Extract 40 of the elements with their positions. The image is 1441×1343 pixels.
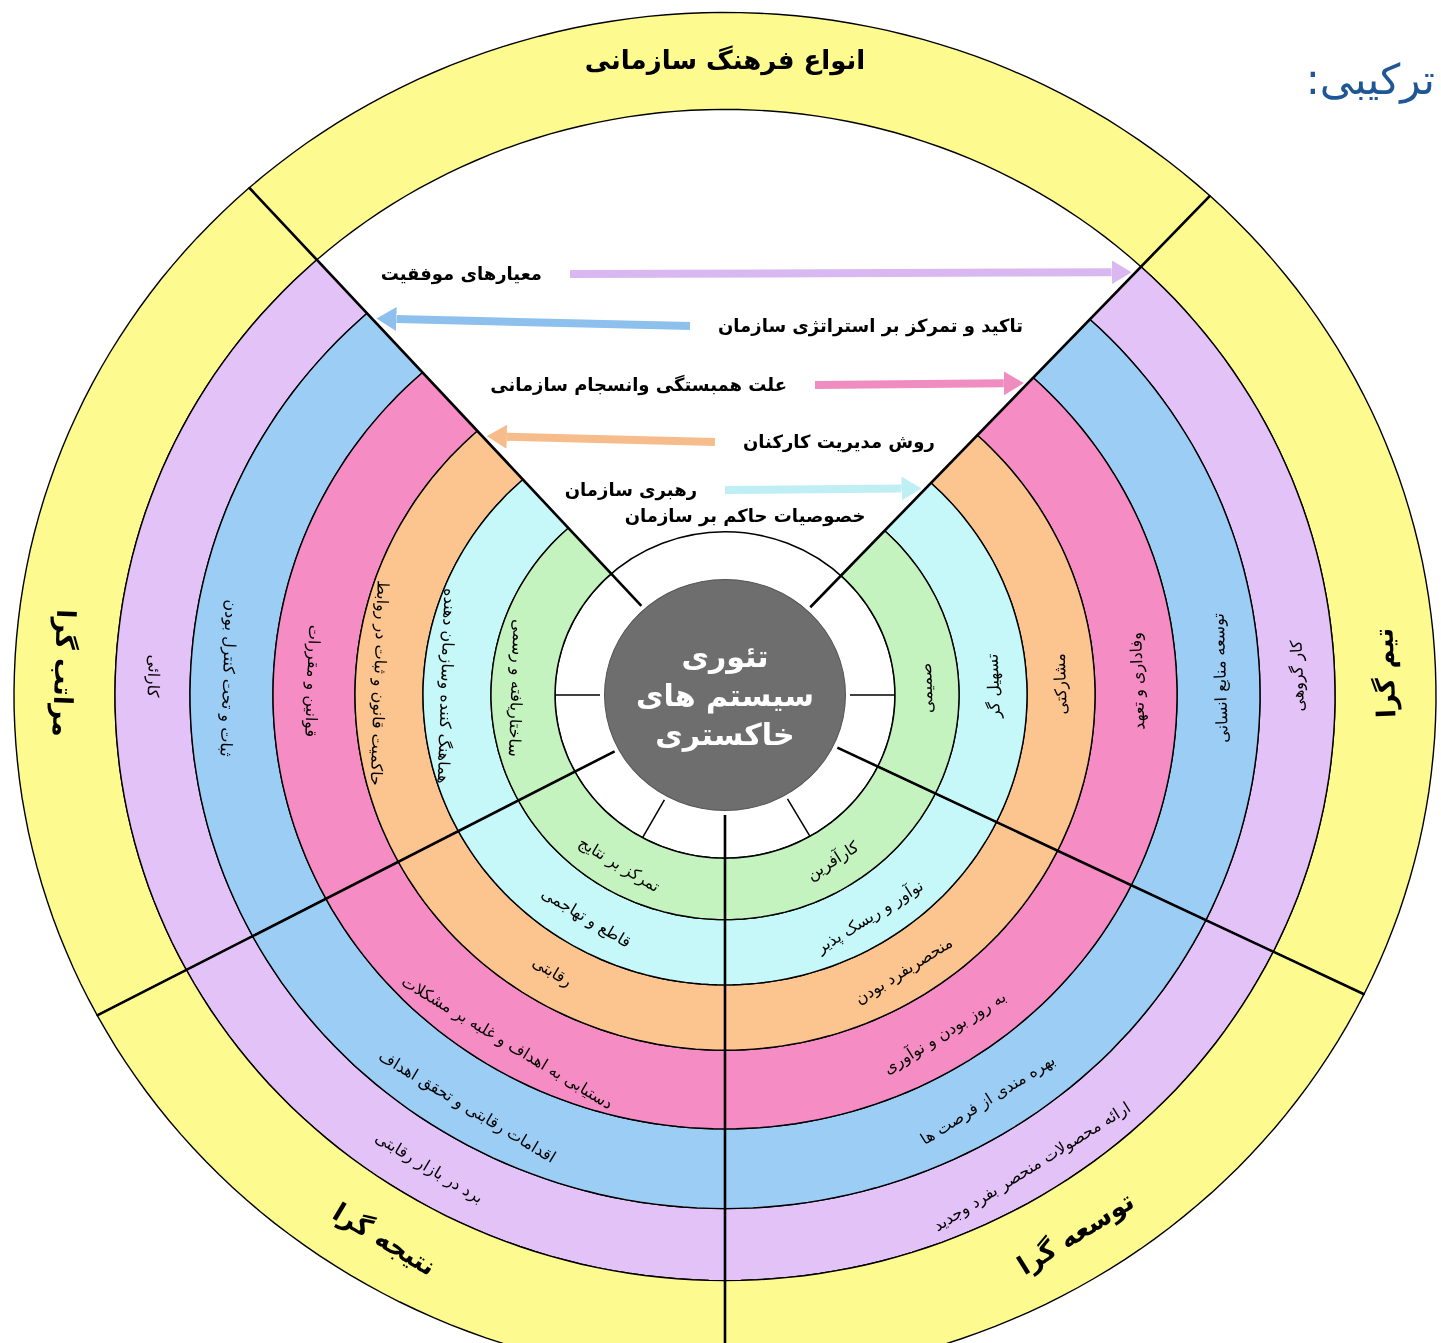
ring-segment [839, 529, 960, 795]
ring-segment [1032, 318, 1261, 922]
segment-label: کار گروهی [1287, 639, 1309, 712]
ring-caption: روش مدیریت کارکنان [715, 430, 935, 454]
arrow [724, 476, 922, 501]
segment-label: کارائی [142, 654, 163, 698]
ring-caption: رهبری سازمان [564, 478, 725, 502]
segment-label: صمیمی [917, 662, 938, 714]
segment-label: کارآفرین [803, 837, 863, 884]
segment-label: ساختاریافته و رسمی [504, 618, 528, 758]
segment-label: انواع فرهنگ سازمانی [584, 45, 866, 76]
segment-label: توسعه منابع انسانی [1209, 613, 1233, 744]
ring-segment [517, 770, 726, 921]
segment-label: هماهنگ کننده وسازمان دهنده [433, 587, 459, 784]
segment-label: تسهیل گر [983, 653, 1005, 719]
ring-segment [724, 792, 998, 986]
segment-label: مراتب گرا [46, 608, 81, 738]
ring-segment [272, 371, 479, 900]
segment-label: قوانین و مقررات [300, 624, 323, 738]
ring-caption: علت همبستگی وانسجام سازمانی [490, 373, 815, 397]
arrow [376, 307, 691, 331]
arrow [814, 371, 1024, 396]
segment-label: توسعه گرا [1012, 1186, 1140, 1282]
segment-label: رقابتی [528, 952, 575, 991]
ring-segment [189, 312, 424, 938]
segment-label: ثبات و تحت کنترل بودن [215, 599, 240, 758]
segment-label: تیم گرا [1369, 627, 1403, 719]
ring-segment [354, 430, 524, 863]
ring-caption: معیارهای موفقیت [380, 262, 570, 286]
segment-label: مشارکتی [1051, 652, 1072, 715]
ring-segment [976, 376, 1178, 887]
ring-segment [490, 527, 613, 802]
segment-label: حاکمیت قانون و ثبات در روابط [365, 580, 392, 787]
wedge-label: خصوصیات حاکم بر سازمان [624, 505, 866, 527]
ring-segment [248, 11, 1211, 268]
segment-label: وفاداری و تعهد [1127, 631, 1149, 731]
ring-caption: تاکید و تمرکز بر استراتژی سازمان [690, 314, 1024, 338]
arrow [486, 424, 716, 449]
ring-segment [457, 799, 726, 986]
title: ترکیبی: [1305, 56, 1435, 105]
